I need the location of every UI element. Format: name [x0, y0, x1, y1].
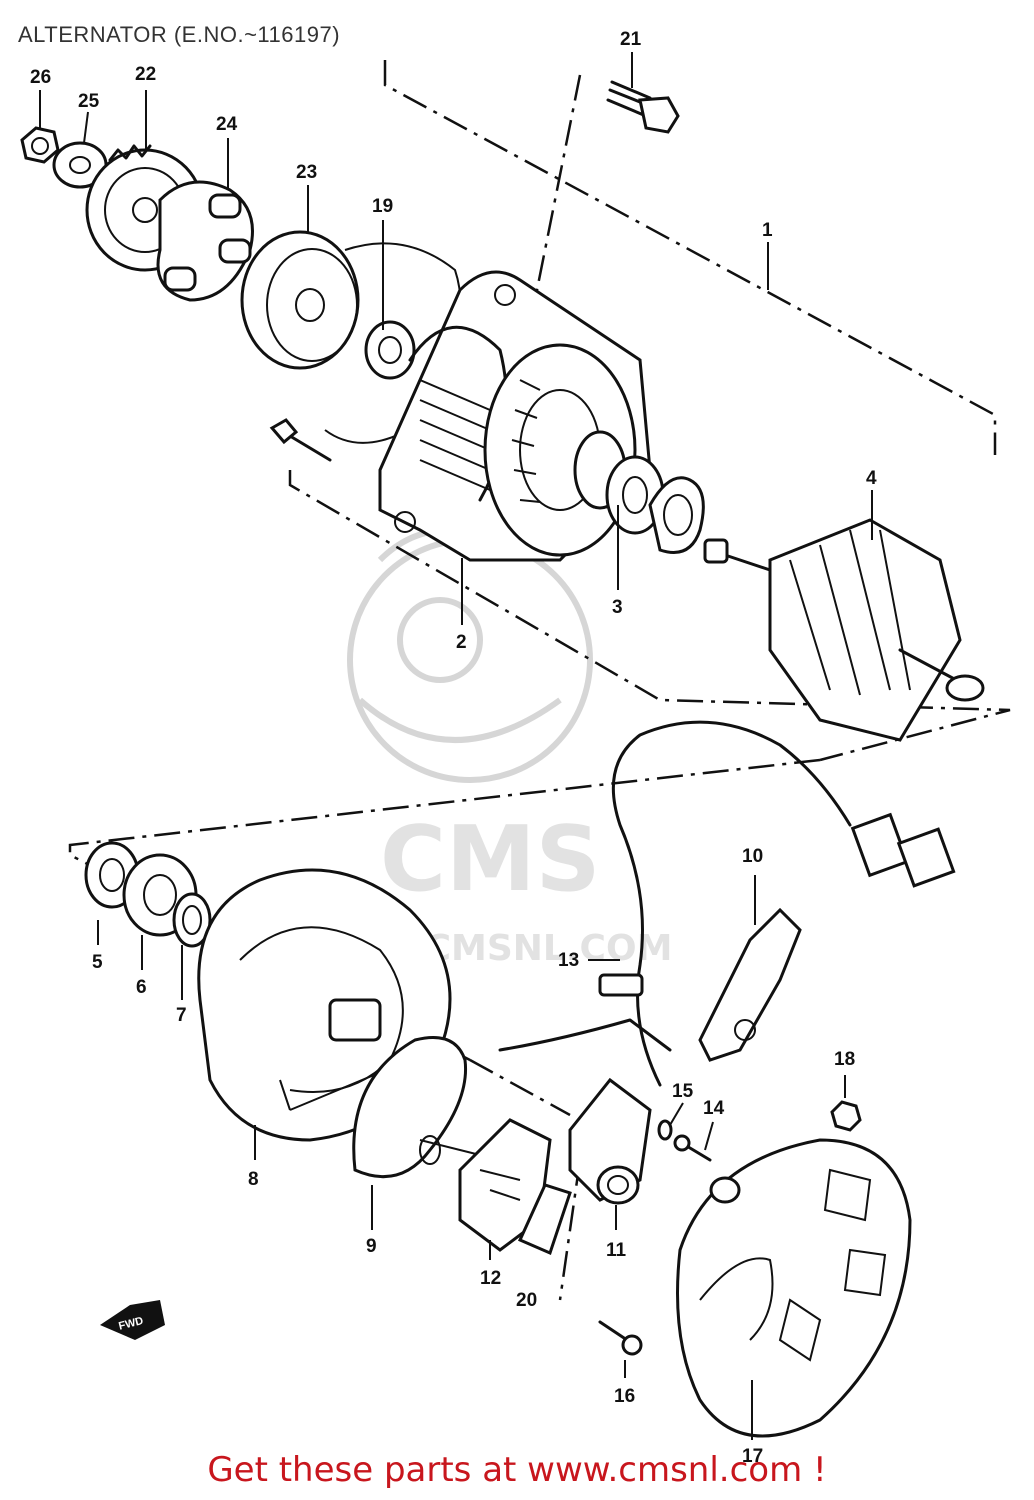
part-3-bearing: [573, 430, 705, 554]
page-title: ALTERNATOR (E.NO.~116197): [18, 22, 341, 47]
callout-7: 7: [176, 1005, 187, 1026]
callout-22: 22: [135, 64, 156, 85]
callout-17: 17: [742, 1446, 763, 1467]
callout-1: 1: [762, 220, 773, 241]
part-7-ring: [172, 892, 212, 948]
callout-20: 20: [516, 1290, 537, 1311]
callout-24: 24: [216, 114, 238, 135]
callout-11: 11: [606, 1240, 627, 1261]
callout-5: 5: [92, 952, 103, 973]
callout-15: 15: [672, 1081, 694, 1102]
callout-2: 2: [456, 632, 467, 653]
callout-14: 14: [703, 1098, 725, 1119]
part-24-damper: [156, 180, 254, 302]
part-20-pad: [518, 1183, 572, 1256]
callout-16: 16: [614, 1386, 635, 1407]
callout-3: 3: [612, 597, 623, 618]
part-26-nut: [20, 126, 60, 164]
callout-4: 4: [866, 468, 877, 489]
callout-26: 26: [30, 67, 51, 88]
part-15-washer: [657, 1119, 673, 1141]
callout-9: 9: [366, 1236, 377, 1257]
part-13-lead-wire: [498, 720, 956, 1087]
callout-10: 10: [742, 846, 763, 867]
part-23-disc: [240, 230, 360, 370]
callout-23: 23: [296, 162, 317, 183]
front-arrow-label: FWD: [117, 1315, 144, 1333]
callout-8: 8: [248, 1169, 259, 1190]
part-21-bolt: [606, 80, 680, 134]
part-4-rotor: [703, 518, 985, 742]
callout-21: 21: [620, 29, 642, 50]
callout-19: 19: [372, 196, 393, 217]
leader-lines: [39, 52, 873, 1440]
part-11-regulator: [568, 1077, 652, 1205]
part-2-bolt: [269, 418, 332, 462]
get-parts-link[interactable]: Get these parts at www.cmsnl.com !: [207, 1450, 827, 1490]
watermark-brand: CMS: [380, 807, 600, 912]
callout-12: 12: [480, 1268, 501, 1289]
part-14-screw: [673, 1134, 712, 1162]
callout-18: 18: [834, 1049, 855, 1070]
part-17-cover: [676, 1138, 912, 1438]
callout-13: 13: [558, 950, 579, 971]
part-16-screw: [598, 1320, 643, 1356]
front-direction-arrow: FWD: [100, 1300, 165, 1340]
callout-25: 25: [78, 91, 100, 112]
callouts: 26 25 22 24 23 19 21 1 4 2 3 10 13 18 14…: [30, 29, 877, 1467]
part-25-washer: [52, 141, 108, 189]
part-18-nut: [830, 1100, 862, 1132]
callout-6: 6: [136, 977, 147, 998]
part-10-bracket: [698, 907, 802, 1062]
